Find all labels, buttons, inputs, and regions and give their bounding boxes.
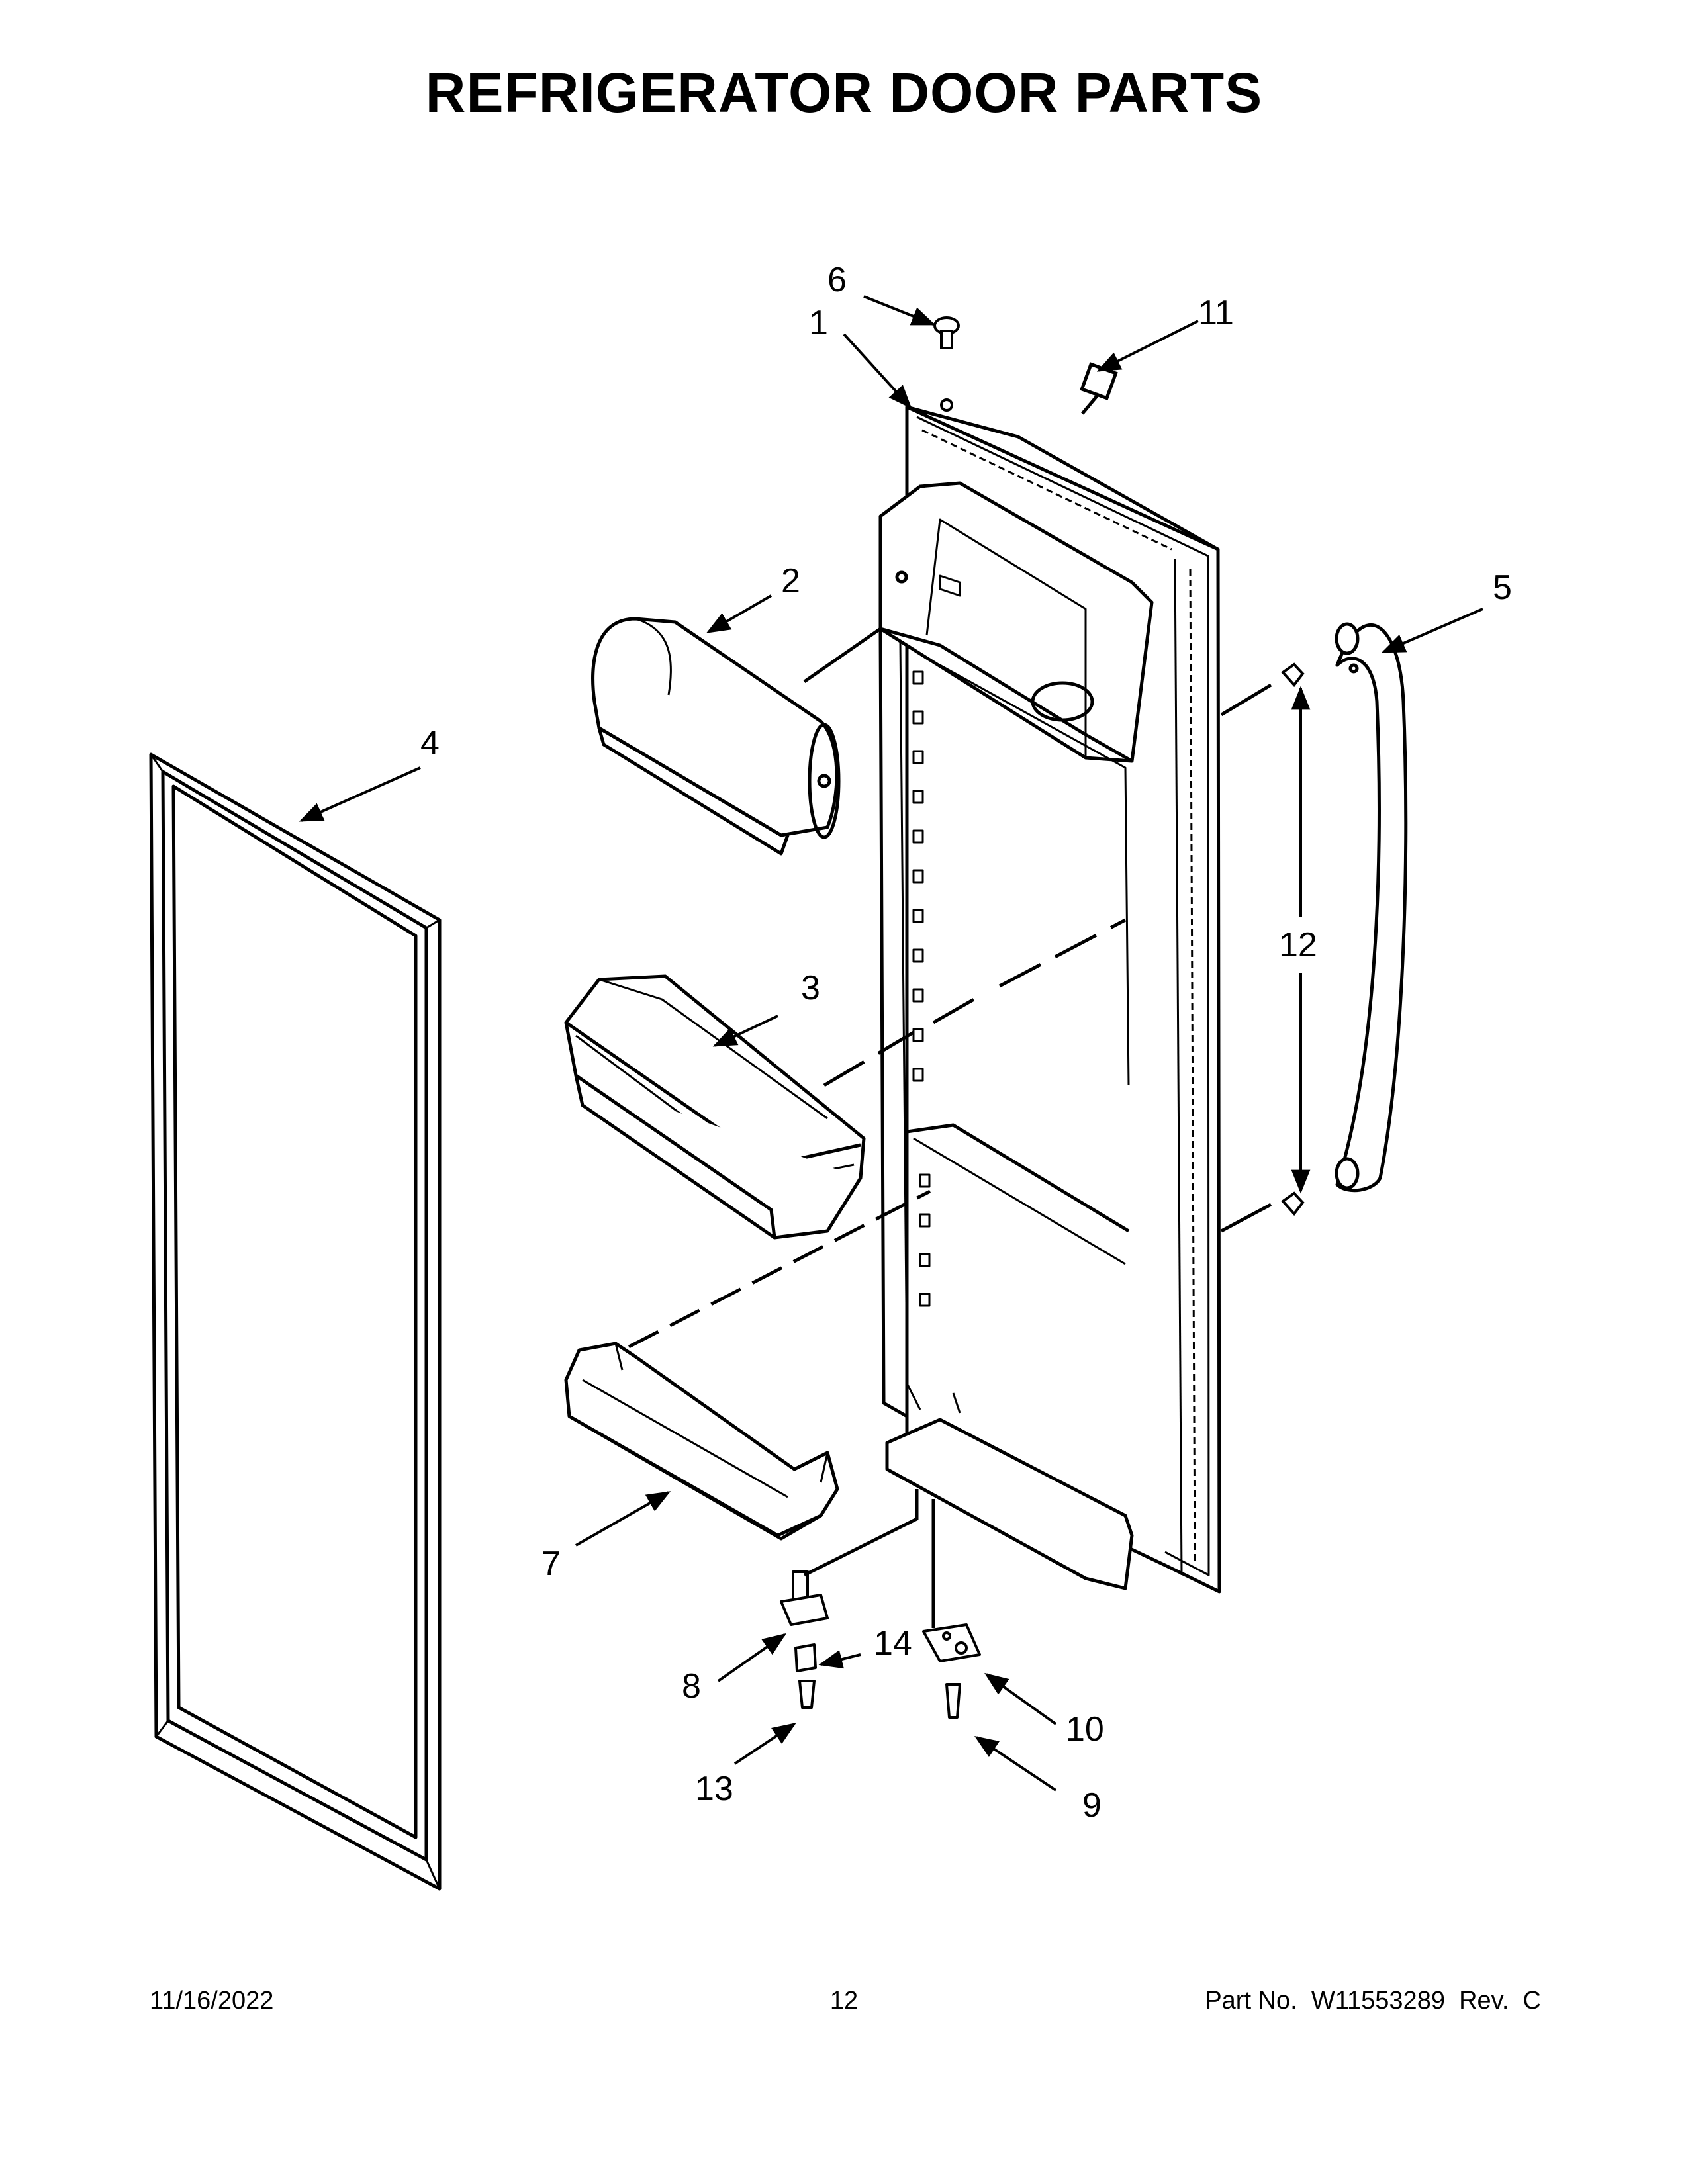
rev-label: Rev. — [1459, 1987, 1509, 2015]
callout-5: 5 — [1493, 569, 1512, 607]
rev-value: C — [1523, 1987, 1541, 2015]
door-bin — [564, 974, 866, 1240]
callout-9: 9 — [1082, 1786, 1102, 1825]
callout-2: 2 — [781, 562, 800, 600]
footer-part-number: Part No. W11553289 Rev. C — [1205, 1987, 1541, 2015]
part-label: Part No. — [1205, 1987, 1297, 2015]
door-gasket — [149, 752, 442, 1891]
part-number: W11553289 — [1311, 1987, 1445, 2015]
callout-3: 3 — [801, 969, 820, 1007]
lower-door-bin — [564, 1342, 839, 1541]
door-cap-plug — [933, 316, 960, 412]
page-title: REFRIGERATOR DOOR PARTS — [425, 62, 1263, 124]
callout-1: 1 — [809, 304, 828, 342]
door-liner — [878, 405, 1221, 1594]
dairy-door — [591, 617, 841, 856]
door-handle — [1335, 622, 1408, 1193]
footer-date: 11/16/2022 — [150, 1987, 274, 2015]
callout-11: 11 — [1198, 294, 1234, 332]
callout-6: 6 — [827, 261, 847, 299]
assembly-connectors — [628, 392, 1272, 1628]
callout-13: 13 — [695, 1770, 733, 1808]
callout-12: 12 — [1279, 926, 1317, 964]
callout-7: 7 — [541, 1545, 561, 1583]
callout-14: 14 — [874, 1624, 912, 1662]
callout-arrows — [299, 295, 1483, 1792]
callout-8: 8 — [682, 1667, 701, 1706]
handle-screws — [1281, 662, 1305, 1216]
callout-10: 10 — [1066, 1710, 1104, 1749]
callout-4: 4 — [420, 724, 440, 762]
footer-page-number: 12 — [829, 1987, 859, 2015]
hinge-hardware — [780, 1570, 981, 1719]
